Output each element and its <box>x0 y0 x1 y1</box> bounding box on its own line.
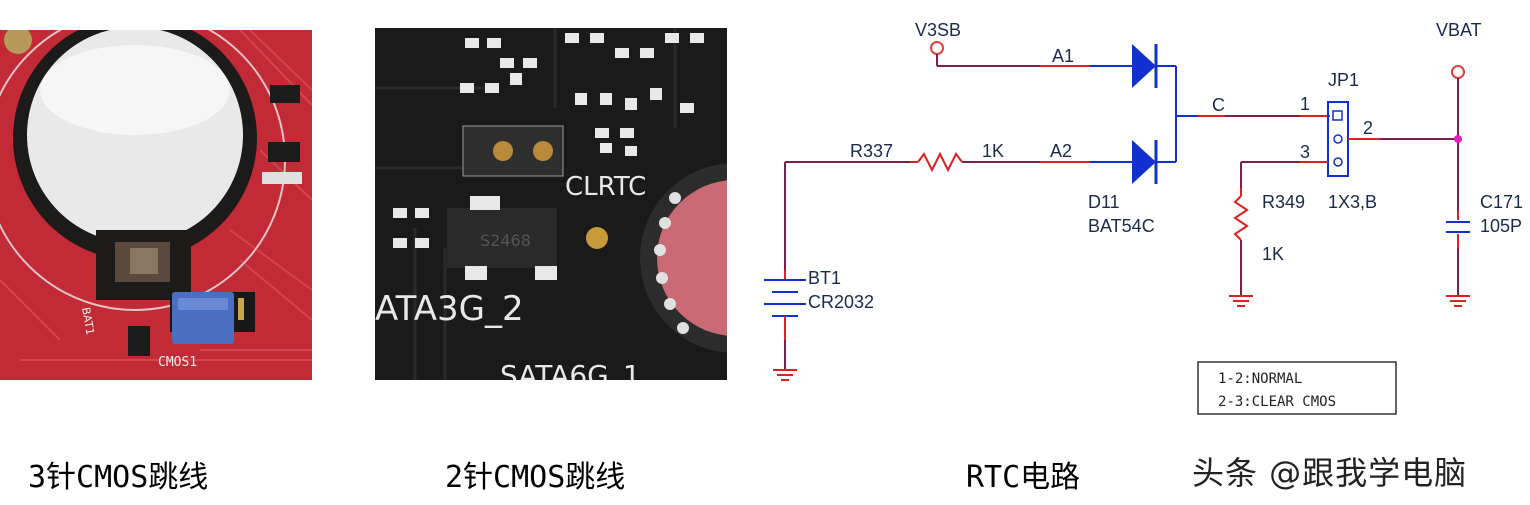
caption-2pin-jumper: 2针CMOS跳线 <box>445 460 626 495</box>
caption-rtc-circuit: RTC电路 <box>966 460 1081 495</box>
large-hole <box>657 180 727 336</box>
jp1-body <box>1327 101 1349 177</box>
label-cmos1: CMOS1 <box>158 355 197 370</box>
photo2-illustration: CLRTC S2468 ATA3G_2 SATA6G_1 <box>375 28 727 380</box>
smd-part <box>268 142 300 162</box>
caption-3pin-jumper: 3针CMOS跳线 <box>28 460 209 495</box>
junction-node <box>1454 135 1462 143</box>
diode-part: BAT54C <box>1088 216 1155 236</box>
holder-latch <box>130 248 158 274</box>
chip-body <box>447 208 557 268</box>
smd-part <box>262 172 302 184</box>
gold-via <box>586 227 608 249</box>
bt1-part: CR2032 <box>808 292 874 312</box>
r349-value: 1K <box>1262 244 1284 264</box>
r337-ref: R337 <box>850 141 893 161</box>
vbat-terminal <box>1451 65 1465 79</box>
hole-pads <box>654 192 689 334</box>
r349-symbol <box>1233 195 1249 241</box>
photo-2pin-cmos-jumper: CLRTC S2468 ATA3G_2 SATA6G_1 <box>375 28 727 380</box>
ground-symbol <box>773 369 797 381</box>
clrtc-pad <box>493 141 513 161</box>
chip-lead <box>535 266 557 280</box>
jp1-pin3-circle <box>1333 157 1343 167</box>
note-line-clear: 2-3:CLEAR CMOS <box>1218 394 1336 410</box>
battery-highlight <box>40 45 230 135</box>
ground-symbol <box>1229 295 1253 307</box>
photo-3pin-cmos-jumper: BAT1 CMOS1 <box>0 30 312 380</box>
jp1-pin2-circle <box>1333 134 1343 144</box>
jumper-pin <box>238 298 244 320</box>
net-vbat-label: VBAT <box>1436 20 1482 40</box>
chip-marking: S2468 <box>480 231 531 250</box>
jp1-part: 1X3,B <box>1328 192 1377 212</box>
r337-value: 1K <box>982 141 1004 161</box>
rtc-schematic: V3SB A1 D11 BAT54C C 1 R337 1K A2 <box>764 20 1523 415</box>
diode-a2-symbol <box>1132 140 1156 184</box>
r337-symbol <box>917 151 963 173</box>
jp1-pin1-label: 1 <box>1300 94 1310 114</box>
pcb-traces <box>375 28 677 380</box>
label-sata6g: SATA6G_1 <box>500 359 641 380</box>
smd-part <box>270 85 300 103</box>
jp1-pin3-label: 3 <box>1300 142 1310 162</box>
mount-hole <box>4 30 32 54</box>
ground-symbol <box>1446 295 1470 307</box>
note-line-normal: 1-2:NORMAL <box>1218 371 1302 387</box>
pin-c-label: C <box>1212 95 1225 115</box>
v3sb-terminal <box>930 41 944 55</box>
jumper-note-box <box>1197 361 1397 415</box>
jp1-pin2-label: 2 <box>1363 118 1373 138</box>
watermark: 头条 @跟我学电脑 <box>1192 454 1468 492</box>
jp1-ref: JP1 <box>1328 70 1359 90</box>
label-sata3g: ATA3G_2 <box>375 289 524 329</box>
chip-lead <box>470 196 500 210</box>
bt1-ref: BT1 <box>808 268 841 288</box>
clrtc-pad <box>533 141 553 161</box>
diode-ref: D11 <box>1088 192 1120 212</box>
net-v3sb-label: V3SB <box>915 20 961 40</box>
jp1-pin1-square <box>1332 110 1343 121</box>
chip-lead <box>465 266 487 280</box>
c171-value: 105P <box>1480 216 1522 236</box>
label-bat1: BAT1 <box>79 306 97 336</box>
c171-ref: C171 <box>1480 192 1523 212</box>
small-chip <box>128 326 150 356</box>
photo1-illustration: BAT1 CMOS1 <box>0 30 312 380</box>
diode-a1-symbol <box>1132 44 1156 88</box>
pin-a2-label: A2 <box>1050 141 1072 161</box>
r349-ref: R349 <box>1262 192 1305 212</box>
jumper-cap-highlight <box>178 298 228 310</box>
label-clrtc: CLRTC <box>565 172 646 202</box>
pad-group <box>393 33 704 248</box>
pin-a1-label: A1 <box>1052 46 1074 66</box>
